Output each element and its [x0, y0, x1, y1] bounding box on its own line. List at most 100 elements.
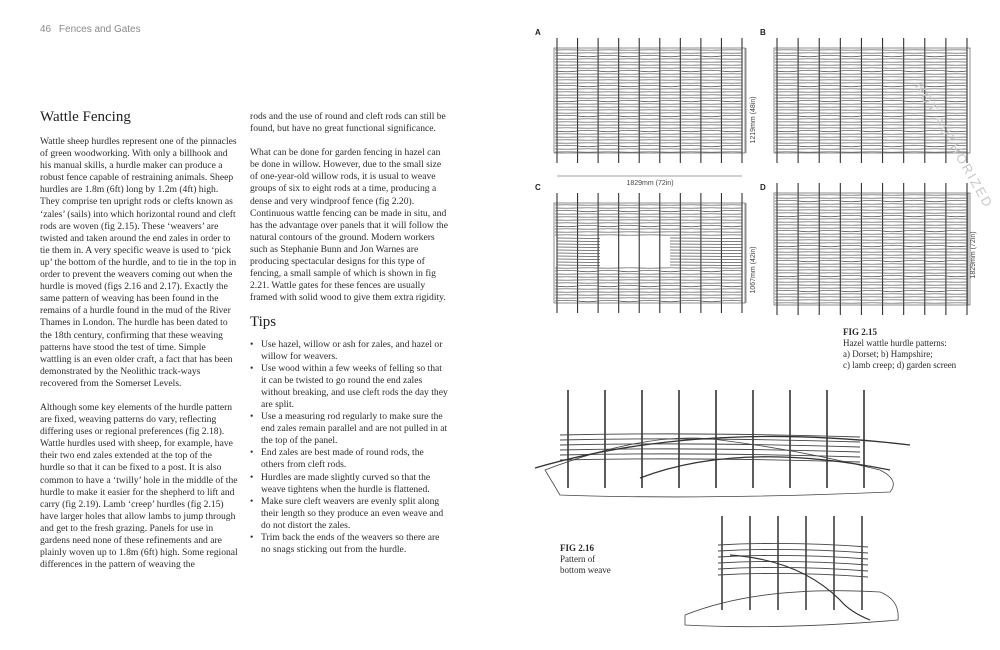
paragraph: Wattle sheep hurdles represent one of th…	[40, 136, 237, 389]
fig-2-15-hurdle-patterns	[553, 38, 971, 315]
fig-2-16-bottom-weave-drawing	[534, 390, 911, 498]
weaver	[669, 243, 743, 245]
weaver	[774, 129, 968, 133]
weaver	[669, 261, 743, 263]
dim-height-d-label: 1829mm (72in)	[970, 231, 977, 278]
weaver	[556, 258, 601, 260]
weaver	[669, 246, 743, 248]
weaver	[559, 458, 861, 463]
weaver	[556, 243, 601, 245]
dim-height-c-label: 1067mm (42in)	[750, 246, 757, 293]
weaver	[556, 246, 601, 248]
weaver	[774, 274, 968, 278]
weaver	[554, 69, 743, 73]
weaver	[774, 114, 968, 118]
tip-item: Hurdles are made slightly curved so that…	[250, 472, 448, 496]
weaver	[556, 261, 601, 263]
weaver	[554, 284, 743, 288]
paragraph: rods and the use of round and cleft rods…	[250, 111, 446, 135]
weaver	[774, 229, 968, 233]
tips-list: Use hazel, willow or ash for zales, and …	[250, 339, 448, 557]
weaver	[774, 244, 968, 248]
weaver	[556, 240, 601, 242]
weaver	[559, 443, 861, 448]
caption-line: Hazel wattle hurdle patterns:	[843, 338, 947, 348]
caption-line: a) Dorset; b) Hampshire;	[843, 349, 933, 359]
weaver	[669, 252, 743, 254]
panel-outline	[773, 192, 971, 306]
weaver	[774, 84, 968, 88]
caption-line: c) lamb creep; d) garden screen	[843, 360, 957, 370]
weaver	[717, 548, 869, 554]
weaver	[559, 453, 861, 458]
weaver	[669, 249, 743, 251]
weaver	[554, 209, 743, 213]
long-weaver	[639, 456, 891, 479]
panel-outline	[553, 47, 746, 154]
fig-2-16-bottom-weave-detail	[684, 516, 899, 628]
tip-item: Use a measuring rod regularly to make su…	[250, 411, 448, 447]
weaver	[774, 199, 968, 203]
weaver	[556, 249, 601, 251]
tip-item: Trim back the ends of the weavers so the…	[250, 532, 448, 556]
tip-item: Use wood within a few weeks of felling s…	[250, 363, 448, 411]
tip-item: Make sure cleft weavers are evenly split…	[250, 496, 448, 532]
article-heading: Wattle Fencing	[40, 109, 131, 125]
tip-item: Use hazel, willow or ash for zales, and …	[250, 339, 448, 363]
weaver	[774, 289, 968, 293]
weaver	[554, 129, 743, 133]
weaver	[774, 259, 968, 263]
weaver	[717, 560, 869, 566]
weaver	[717, 566, 869, 572]
fig-2-16-caption: FIG 2.16 Pattern of bottom weave	[560, 543, 611, 576]
weaver	[669, 240, 743, 242]
panel-label-c: C	[535, 183, 541, 192]
panel-outline	[553, 202, 746, 304]
weaver	[554, 54, 743, 58]
weaver	[556, 252, 601, 254]
weaver	[669, 237, 743, 239]
weaver	[554, 299, 743, 303]
weaver	[717, 572, 869, 578]
panel-label-a: A	[535, 28, 541, 37]
panel-label-b: B	[760, 28, 766, 37]
long-weaver	[729, 554, 871, 621]
weaver	[556, 237, 601, 239]
text-column-1: Wattle sheep hurdles represent one of th…	[40, 136, 238, 583]
caption-line: bottom weave	[560, 565, 611, 575]
weaver	[774, 214, 968, 218]
weaver	[554, 114, 743, 118]
weaver	[554, 269, 743, 273]
page-number: 46	[40, 24, 52, 35]
dim-height-a-label: 1219mm (48in)	[750, 96, 757, 143]
weaver	[717, 542, 869, 548]
section-title: Fences and Gates	[58, 24, 141, 35]
tip-item: End zales are best made of round rods, t…	[250, 447, 448, 471]
panel-label-d: D	[760, 183, 766, 192]
weaver	[559, 433, 861, 438]
page-header: 46 Fences and Gates	[40, 24, 146, 35]
weaver	[774, 69, 968, 73]
weaver	[556, 264, 601, 266]
weaver	[717, 554, 869, 560]
long-weaver	[534, 435, 911, 469]
weaver	[559, 448, 861, 453]
weaver	[554, 84, 743, 88]
caption-line: Pattern of	[560, 554, 596, 564]
weaver	[774, 99, 968, 103]
paragraph: Although some key elements of the hurdle…	[40, 401, 238, 571]
ground-mound	[684, 590, 899, 628]
weaver	[554, 224, 743, 228]
weaver	[774, 144, 968, 148]
weaver	[554, 144, 743, 148]
paragraph: What can be done for garden fencing in h…	[250, 147, 448, 304]
dimension-lines: 1829mm (72in) 1219mm (48in) 1067mm (42in…	[557, 48, 977, 305]
weaver	[774, 54, 968, 58]
weaver	[669, 264, 743, 266]
weaver	[669, 258, 743, 260]
weaver	[556, 255, 601, 257]
caption-title: FIG 2.15	[843, 327, 878, 337]
text-column-2: rods and the use of round and cleft rods…	[250, 111, 448, 556]
tips-heading: Tips	[250, 314, 277, 331]
